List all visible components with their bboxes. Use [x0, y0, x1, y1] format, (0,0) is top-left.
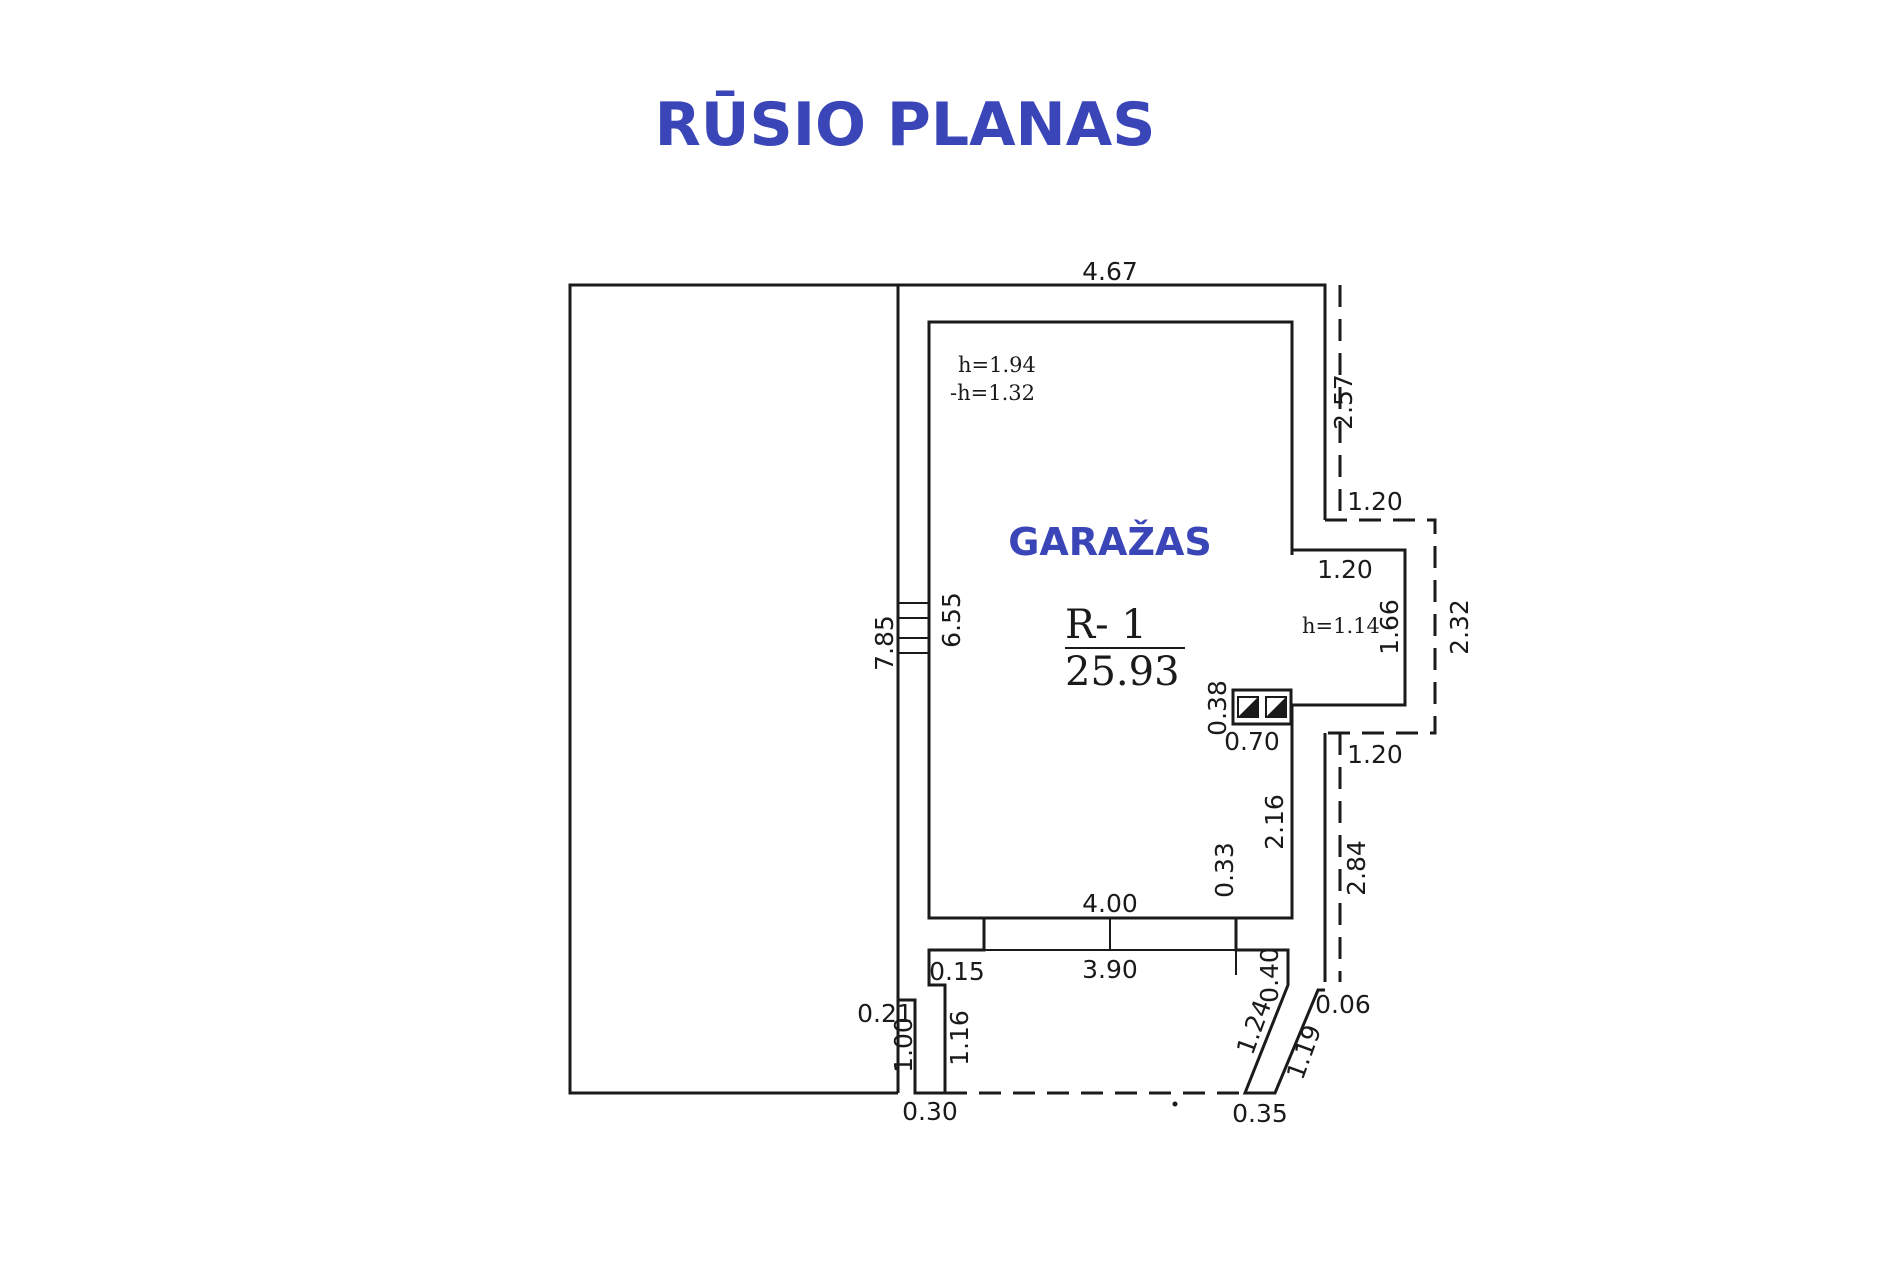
dim-left-bottom-inner: 1.16 — [945, 1010, 974, 1066]
dim-right-bottom-small: 0.06 — [1315, 990, 1371, 1019]
dim-chimney-height: 0.38 — [1203, 680, 1232, 736]
survey-point-dot — [1172, 1101, 1178, 1107]
dim-bottom-right-thickness: 0.35 — [1232, 1099, 1288, 1128]
adjacent-area-outline — [568, 283, 898, 1095]
dim-left-bottom-height: 1.00 — [889, 1017, 918, 1073]
chimney-flue-1-fill — [1238, 697, 1258, 717]
dim-left-inner: 6.55 — [937, 592, 966, 648]
dim-top-width: 4.67 — [1082, 257, 1138, 286]
dim-bottom-left-thickness: 0.30 — [902, 1097, 958, 1126]
dim-right-upper: 2.57 — [1329, 374, 1358, 430]
dim-left-bottom-small: 0.21 — [857, 999, 913, 1028]
niche-inner-wall — [1292, 548, 1407, 707]
dim-niche-inner-height: 1.66 — [1375, 599, 1404, 655]
left-window — [897, 602, 930, 654]
dim-left-small: 0.15 — [929, 957, 985, 986]
niche-height: h=1.14 — [1302, 614, 1380, 638]
room-neg-height: -h=1.32 — [950, 381, 1035, 405]
chimney-flue-2-fill — [1266, 697, 1286, 717]
dim-inner-bottom-width: 4.00 — [1082, 889, 1138, 918]
dim-right-inner-lower: 2.16 — [1260, 794, 1289, 850]
lower-wall-inner — [898, 918, 986, 1095]
plan-title: RŪSIO PLANAS — [655, 89, 1156, 160]
dim-right-small: 0.40 — [1255, 947, 1284, 1003]
chimney-box — [1231, 688, 1293, 726]
dim-niche-outer-height: 2.32 — [1445, 599, 1474, 655]
room-height: h=1.94 — [958, 353, 1036, 377]
dim-niche-inner-top: 1.20 — [1317, 555, 1373, 584]
room-area: 25.93 — [1065, 649, 1180, 695]
dim-left-outer: 7.85 — [870, 615, 899, 671]
room-id: R- 1 — [1065, 602, 1147, 648]
dim-step-small: 0.33 — [1210, 842, 1239, 898]
dim-right-bottom-outer: 1.19 — [1281, 1021, 1327, 1083]
dim-niche-outer-top: 1.20 — [1347, 487, 1403, 516]
dim-chimney-width: 0.70 — [1224, 727, 1280, 756]
room-name: GARAŽAS — [1008, 520, 1212, 564]
dim-niche-outer-bottom: 1.20 — [1347, 740, 1403, 769]
garage-outer-wall — [896, 283, 1327, 1093]
niche-outer-dashed — [1325, 518, 1437, 735]
dim-lower-width: 3.90 — [1082, 955, 1138, 984]
dim-right-lower: 2.84 — [1342, 840, 1371, 896]
lower-wall-outer-right — [1234, 918, 1325, 1095]
